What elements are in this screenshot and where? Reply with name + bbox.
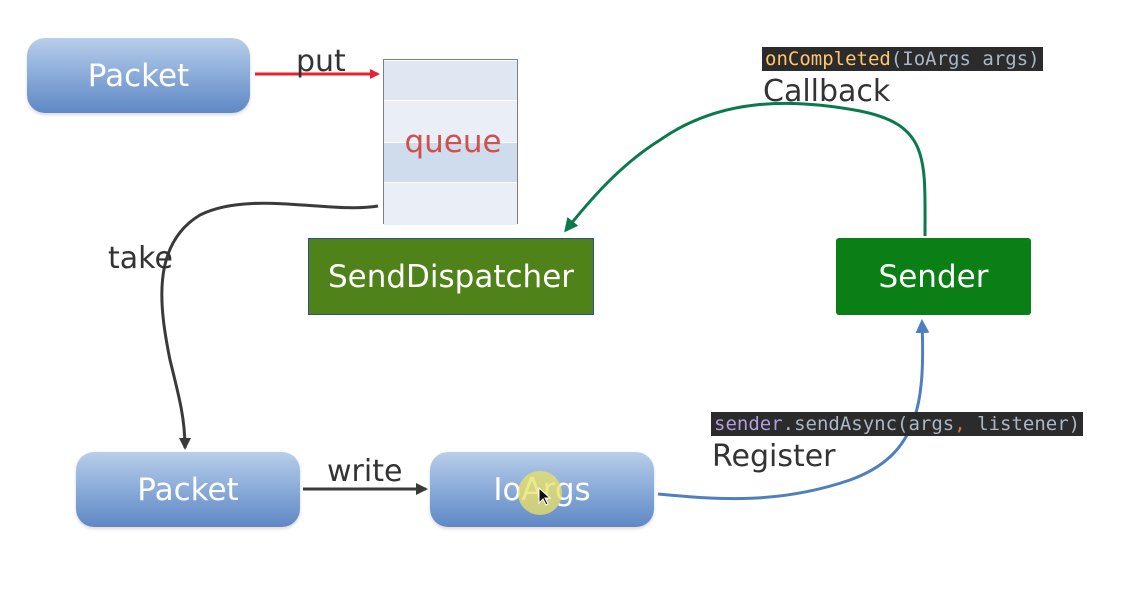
callback-code-close-paren: ) bbox=[1028, 48, 1040, 70]
packet-top-label: Packet bbox=[87, 57, 190, 94]
register-arrow bbox=[657, 319, 930, 501]
register-code-arg2: listener bbox=[977, 413, 1069, 435]
queue-row bbox=[384, 142, 517, 183]
callback-label: Callback bbox=[763, 74, 891, 109]
sender-label: Sender bbox=[878, 258, 989, 295]
register-code-close-paren: ) bbox=[1068, 413, 1081, 435]
packet-bottom-label: Packet bbox=[137, 471, 239, 508]
sender-node: Sender bbox=[836, 238, 1031, 315]
callback-code: onCompleted(IoArgs args) bbox=[762, 47, 1043, 71]
put-label: put bbox=[296, 44, 346, 79]
queue-row bbox=[384, 100, 517, 143]
queue-node bbox=[383, 59, 518, 225]
queue-row bbox=[384, 60, 517, 101]
packet-node-bottom: Packet bbox=[76, 452, 300, 527]
send-dispatcher-label: SendDispatcher bbox=[327, 258, 575, 295]
register-code-method: .sendAsync( bbox=[782, 413, 909, 435]
register-label: Register bbox=[712, 439, 836, 474]
queue-label: queue bbox=[404, 124, 502, 160]
callback-code-method: onCompleted bbox=[765, 48, 891, 70]
packet-node-top: Packet bbox=[27, 38, 250, 113]
register-code-comma: , bbox=[954, 413, 966, 435]
register-code: sender.sendAsync(args, listener) bbox=[711, 412, 1084, 436]
callback-code-open-paren: ( bbox=[890, 48, 903, 70]
queue-row bbox=[384, 182, 517, 225]
callback-code-type: IoArgs bbox=[902, 48, 971, 70]
register-code-object: sender bbox=[714, 413, 783, 435]
write-label: write bbox=[327, 454, 403, 489]
callback-arrow bbox=[564, 101, 927, 237]
register-code-arg1: args bbox=[908, 413, 955, 435]
take-label: take bbox=[108, 241, 173, 276]
send-dispatcher-node: SendDispatcher bbox=[308, 238, 594, 315]
callback-code-param: args bbox=[982, 48, 1029, 70]
take-arrow bbox=[160, 201, 379, 450]
mouse-cursor-icon bbox=[538, 487, 552, 506]
